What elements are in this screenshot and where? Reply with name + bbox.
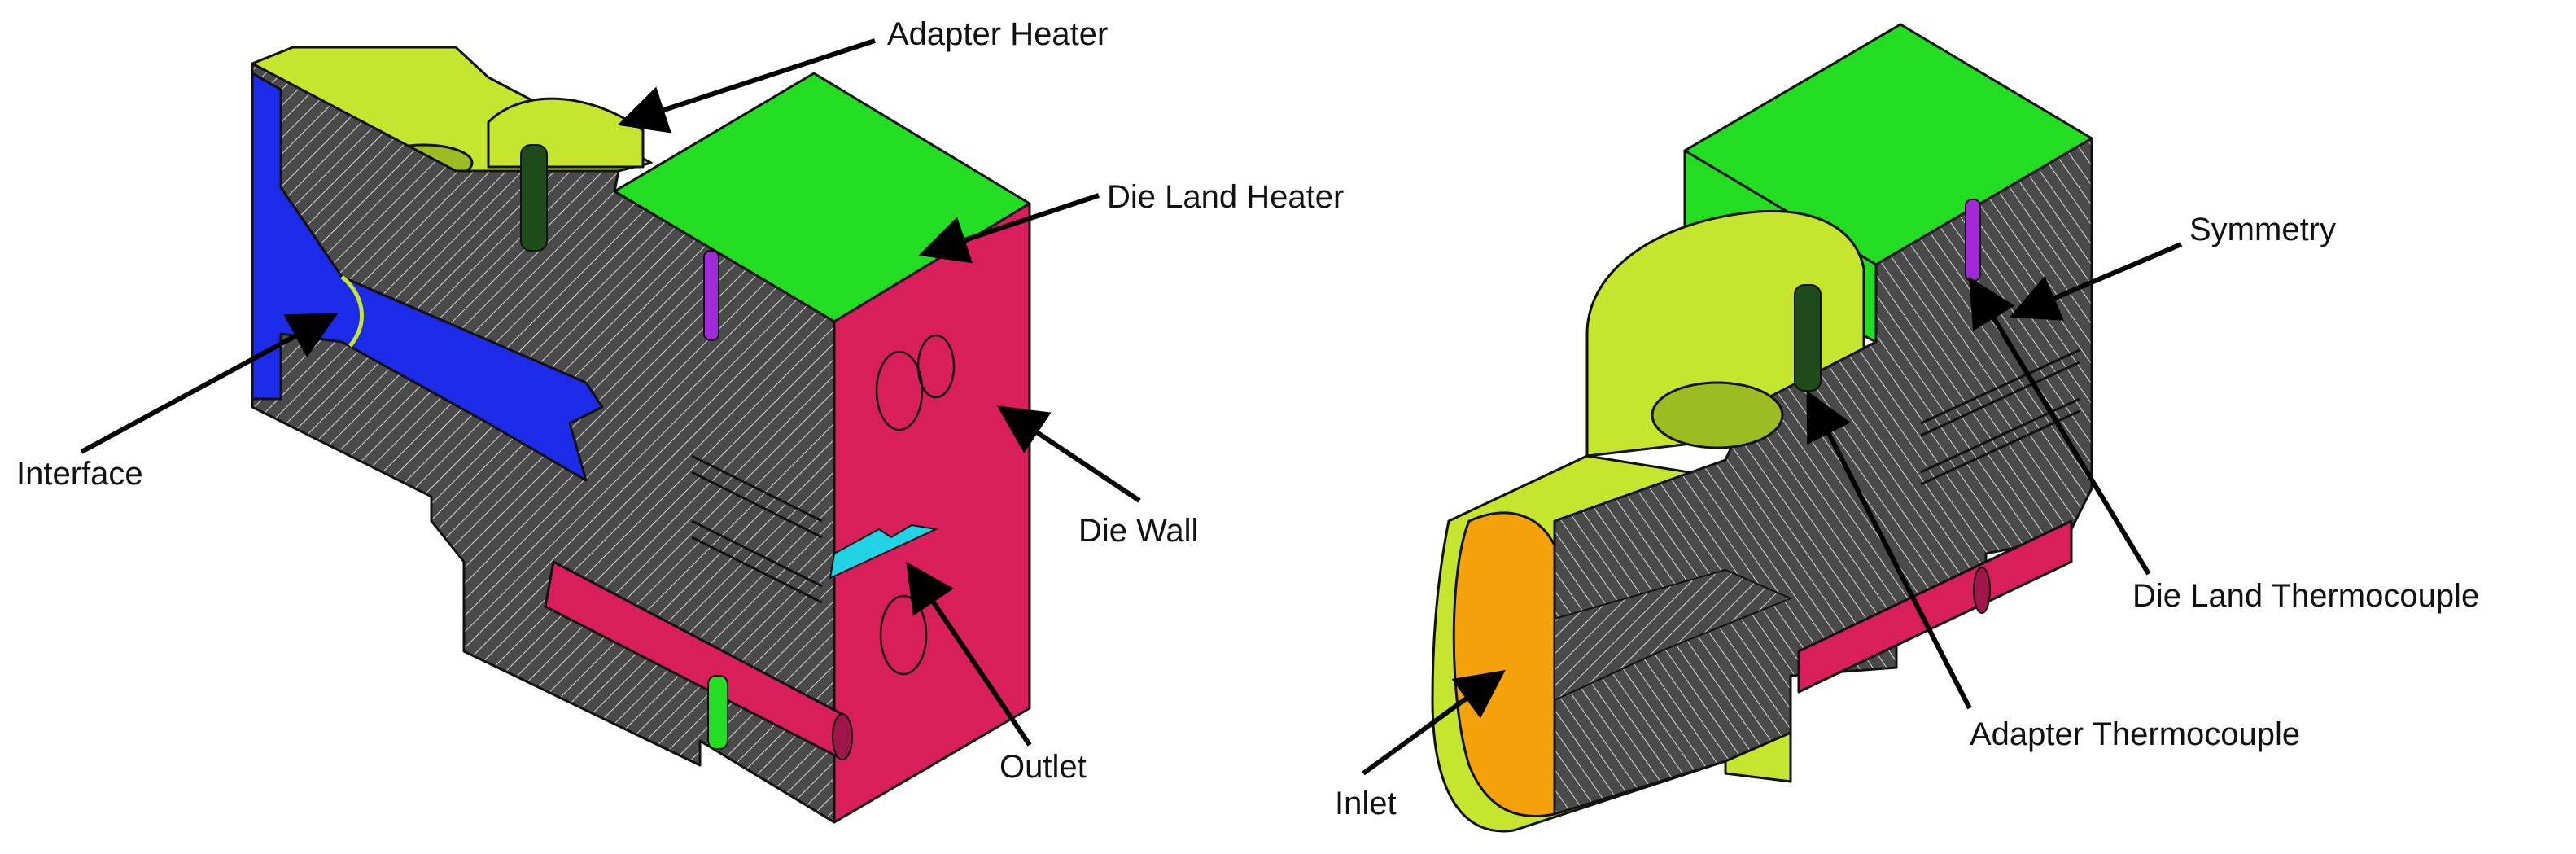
outlet-shape: [829, 523, 939, 580]
right-view: [1431, 23, 2093, 833]
label-die-land-heater: Die Land Heater: [1107, 179, 1344, 215]
arrow-adapter-heater: [617, 38, 876, 134]
left-adapter-thermocouple: [520, 144, 548, 252]
arrow-outlet: [906, 562, 1032, 747]
label-die-wall: Die Wall: [1078, 513, 1198, 549]
label-symmetry: Symmetry: [2189, 212, 2336, 247]
right-die-land-thermocouple: [1965, 199, 1981, 282]
left-die-land-thermocouple: [703, 250, 719, 341]
label-adapter-heater: Adapter Heater: [887, 16, 1108, 52]
arrow-symmetry: [2009, 242, 2183, 321]
label-outlet: Outlet: [999, 749, 1087, 785]
right-adapter-thermocouple: [1794, 284, 1822, 392]
arrow-die-land-thermocouple: [1968, 276, 2151, 576]
inlet-shape: [1452, 511, 1556, 817]
left-bottom-thermocouple: [707, 675, 728, 750]
left-view: [251, 46, 1031, 824]
arrow-inlet: [1362, 669, 1506, 776]
arrow-adapter-thermocouple: [1806, 390, 1972, 710]
label-die-land-thermocouple: Die Land Thermocouple: [2132, 578, 2479, 614]
arrow-interface: [80, 313, 339, 454]
left-flow-channel: [251, 72, 604, 482]
label-adapter-thermocouple: Adapter Thermocouple: [1970, 716, 2300, 752]
label-inlet: Inlet: [1335, 786, 1397, 821]
label-interface: Interface: [16, 456, 143, 492]
arrow-die-land-heater: [918, 193, 1100, 264]
right-section-body: [1553, 137, 2093, 816]
arrow-die-wall: [997, 405, 1141, 503]
